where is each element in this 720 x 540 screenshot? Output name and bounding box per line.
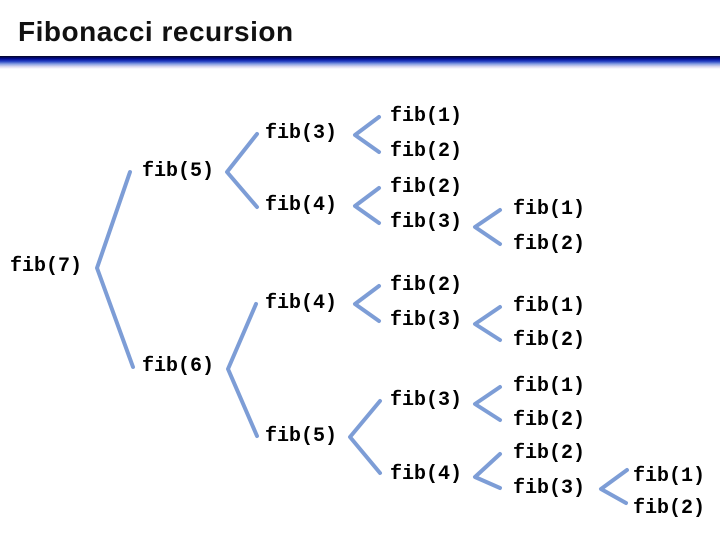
branch-connector-n08	[473, 208, 502, 246]
tree-node-n12: fib(4)	[265, 292, 338, 315]
tree-node-n19: fib(1)	[513, 375, 586, 398]
title-underline-rule	[0, 56, 720, 69]
tree-node-n16: fib(2)	[513, 329, 586, 352]
branch-connector-n18	[473, 385, 502, 422]
tree-node-n23: fib(3)	[513, 477, 586, 500]
tree-node-n08: fib(3)	[390, 211, 463, 234]
tree-node-n09: fib(1)	[513, 198, 586, 221]
branch-connector-n12	[353, 284, 381, 323]
branch-connector-n01	[95, 170, 135, 369]
tree-node-n10: fib(2)	[513, 233, 586, 256]
tree-node-n03: fib(3)	[265, 122, 338, 145]
tree-node-n14: fib(3)	[390, 309, 463, 332]
tree-node-n20: fib(2)	[513, 409, 586, 432]
tree-node-n15: fib(1)	[513, 295, 586, 318]
tree-node-n22: fib(2)	[513, 442, 586, 465]
branch-connector-n23	[599, 468, 629, 505]
tree-node-n17: fib(5)	[265, 425, 338, 448]
slide-title: Fibonacci recursion	[18, 16, 294, 47]
branch-connector-n17	[348, 399, 382, 475]
tree-node-n02: fib(5)	[142, 160, 215, 183]
branch-connector-n03	[353, 115, 381, 154]
tree-node-n25: fib(2)	[633, 497, 706, 520]
tree-node-n07: fib(2)	[390, 176, 463, 199]
tree-node-n13: fib(2)	[390, 274, 463, 297]
tree-node-n21: fib(4)	[390, 463, 463, 486]
branch-connector-n02	[225, 132, 259, 209]
tree-node-n11: fib(6)	[142, 355, 215, 378]
branch-connector-n11	[226, 302, 259, 438]
tree-node-n05: fib(2)	[390, 140, 463, 163]
tree-node-n04: fib(1)	[390, 105, 463, 128]
tree-node-n06: fib(4)	[265, 194, 338, 217]
branch-connector-n21	[473, 452, 502, 490]
tree-node-n01: fib(7)	[10, 255, 83, 278]
tree-node-n24: fib(1)	[633, 465, 706, 488]
branch-connector-n14	[473, 305, 502, 342]
branch-connector-n06	[353, 186, 381, 225]
tree-node-n18: fib(3)	[390, 389, 463, 412]
